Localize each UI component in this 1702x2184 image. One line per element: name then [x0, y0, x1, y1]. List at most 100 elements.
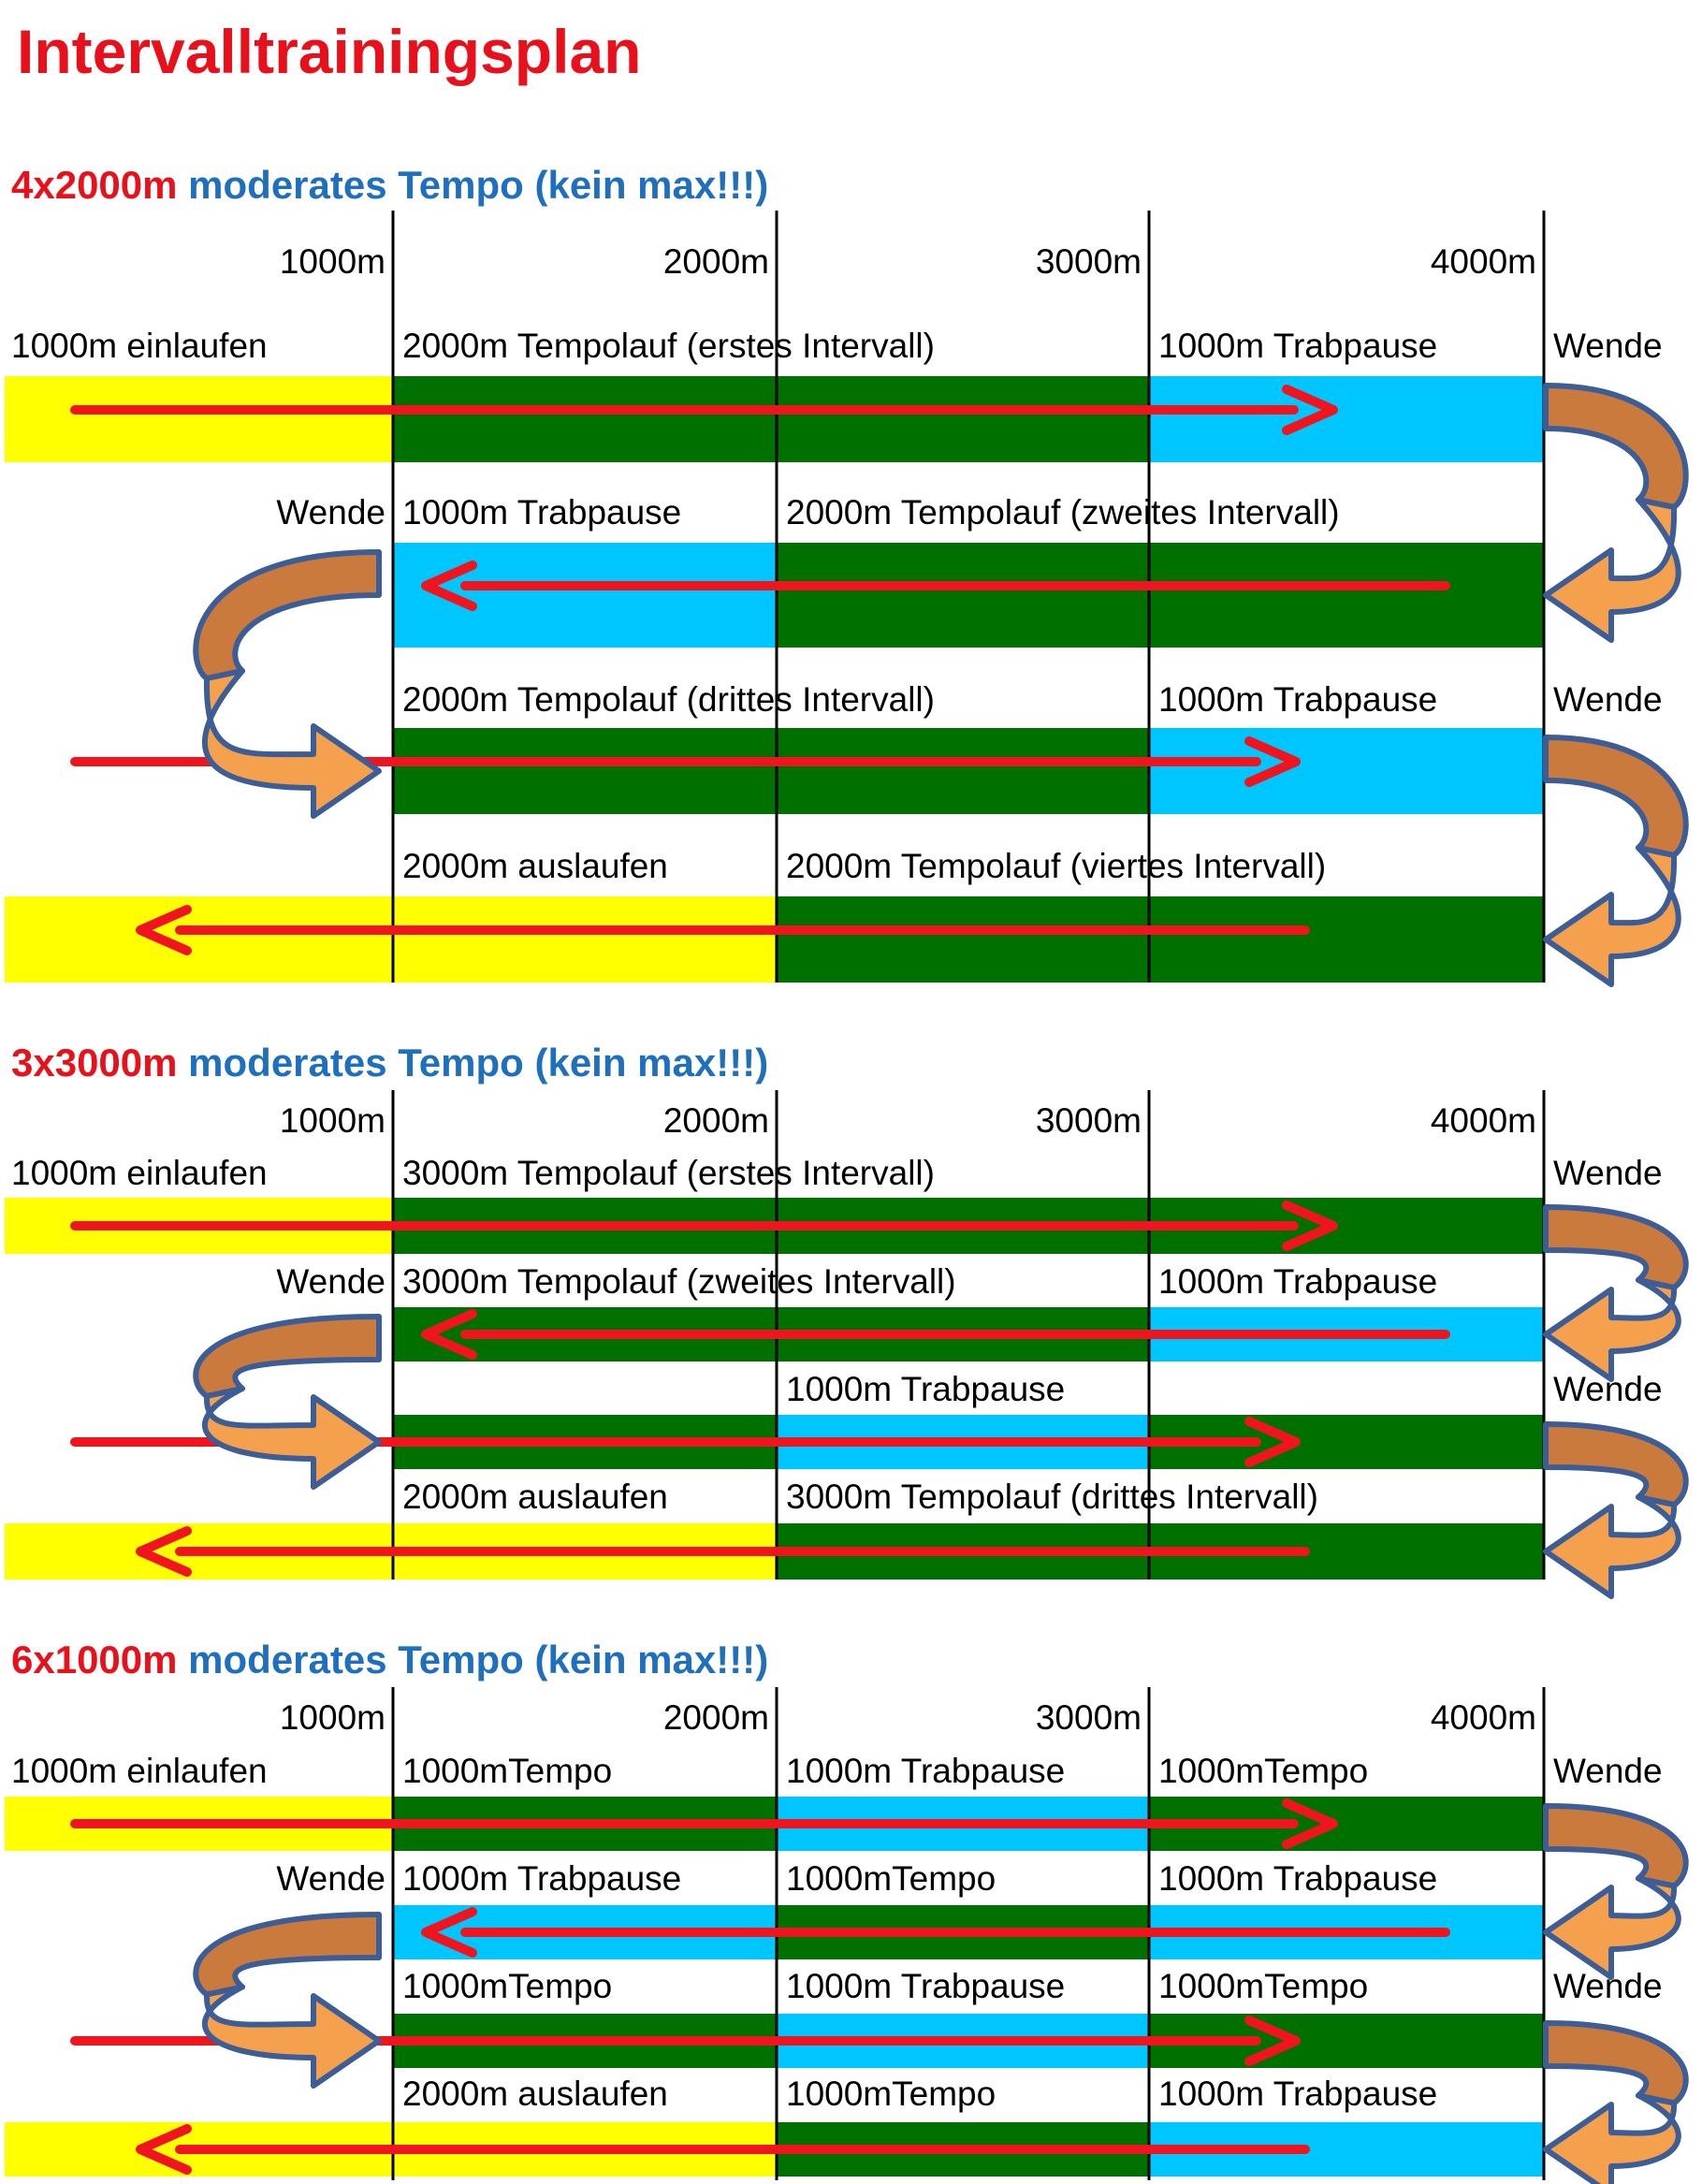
- segment-label: 1000mTempo: [786, 2075, 996, 2113]
- arrow-head: [136, 2124, 192, 2175]
- section-6x1000: 6x1000m moderates Tempo (kein max!!!) 100…: [5, 1638, 1689, 2184]
- section-heading: 4x2000m moderates Tempo (kein max!!!): [11, 163, 768, 207]
- arrow-head: [1244, 736, 1301, 787]
- segment-tempo: [393, 376, 777, 462]
- segment-label: 1000m Trabpause: [786, 1370, 1065, 1408]
- turn-arrow-icon: [1543, 1803, 1689, 1980]
- turn-head: [1543, 845, 1681, 987]
- heading-note: moderates Tempo (kein max!!!): [188, 1638, 768, 1682]
- run-arrow: [70, 385, 1338, 435]
- turn-label: Wende: [1553, 1752, 1663, 1790]
- segment-label: 3000m Tempolauf (zweites Intervall): [402, 1262, 956, 1301]
- turn-label: Wende: [1553, 680, 1663, 719]
- segment-label: 2000m auslaufen: [402, 847, 668, 885]
- segment-label: 2000m Tempolauf (erstes Intervall): [402, 327, 935, 365]
- turn-arrow-icon: [1543, 2020, 1689, 2184]
- page-title: Intervalltrainingsplan: [17, 17, 641, 86]
- turn-label: Wende: [276, 1859, 385, 1898]
- segment-pause: [1149, 376, 1544, 462]
- run-arrow: [70, 1798, 1338, 1849]
- segment-label: 1000mTempo: [786, 1859, 996, 1898]
- turn-band: [1543, 1421, 1689, 1507]
- turn-band: [193, 549, 382, 681]
- segment-label: 1000m Trabpause: [402, 493, 681, 531]
- turn-band: [1543, 1803, 1689, 1889]
- distance-tick-label: 2000m: [663, 1101, 769, 1140]
- run-arrow: [421, 1907, 1450, 1958]
- segment-label: 2000m Tempolauf (zweites Intervall): [786, 493, 1340, 531]
- turn-label: Wende: [276, 493, 385, 531]
- heading-note: moderates Tempo (kein max!!!): [188, 163, 768, 207]
- segment-tempo: [1149, 896, 1544, 983]
- heading-note: moderates Tempo (kein max!!!): [188, 1041, 768, 1085]
- distance-tick-label: 4000m: [1431, 1101, 1536, 1140]
- turn-arrow-icon: [193, 549, 382, 819]
- segment-warmup: [393, 896, 777, 983]
- arrow-head: [421, 1907, 477, 1958]
- turn-label: Wende: [1553, 327, 1663, 365]
- segment-label: 1000m Trabpause: [786, 1752, 1065, 1790]
- arrow-head: [1244, 2016, 1301, 2066]
- arrow-head: [1282, 1201, 1338, 1251]
- turn-head: [201, 668, 382, 819]
- segment-label: 1000m Trabpause: [1158, 1262, 1437, 1301]
- run-arrow: [136, 1526, 1310, 1577]
- distance-tick-label: 4000m: [1431, 1698, 1536, 1737]
- turn-head: [201, 1386, 382, 1490]
- section-4x2000: 4x2000m moderates Tempo (kein max!!!) 100…: [5, 163, 1689, 987]
- segment-label: 1000mTempo: [402, 1752, 612, 1790]
- arrow-head: [1244, 1417, 1301, 1467]
- run-arrow: [70, 1201, 1338, 1251]
- segment-label: 1000m Trabpause: [402, 1859, 681, 1898]
- heading-count: 4x2000m: [11, 163, 188, 207]
- turn-arrow-icon: [193, 1912, 382, 2089]
- turn-head: [1543, 1875, 1681, 1980]
- run-arrow: [136, 2124, 1310, 2175]
- arrow-head: [421, 561, 477, 611]
- turn-arrow-icon: [1543, 383, 1689, 643]
- turn-arrow-icon: [1543, 1421, 1689, 1599]
- segment-label: 1000mTempo: [1158, 1967, 1368, 2005]
- distance-tick-label: 2000m: [663, 1698, 769, 1737]
- arrow-head: [136, 905, 192, 955]
- distance-tick-label: 3000m: [1036, 1101, 1142, 1140]
- segment-label: 1000mTempo: [1158, 1752, 1368, 1790]
- segment-label: 1000m Trabpause: [1158, 1859, 1437, 1898]
- section-heading: 3x3000m moderates Tempo (kein max!!!): [11, 1041, 768, 1085]
- distance-tick-label: 3000m: [1036, 242, 1142, 281]
- turn-label: Wende: [1553, 1154, 1663, 1192]
- segment-tempo: [777, 543, 1149, 648]
- distance-tick-label: 1000m: [280, 242, 385, 281]
- run-arrow: [136, 905, 1310, 955]
- segment-warmup: [5, 896, 393, 983]
- distance-tick-label: 2000m: [663, 242, 769, 281]
- turn-label: Wende: [276, 1262, 385, 1301]
- turn-band: [1543, 2020, 1689, 2106]
- distance-tick-label: 4000m: [1431, 242, 1536, 281]
- turn-arrow-icon: [1543, 1204, 1689, 1382]
- segment-label: 1000mTempo: [402, 1967, 612, 2005]
- segment-label: 1000m Trabpause: [1158, 327, 1437, 365]
- segment-tempo: [1149, 543, 1544, 648]
- arrow-head: [421, 1309, 477, 1360]
- segment-label: 1000m einlaufen: [11, 327, 268, 365]
- heading-count: 3x3000m: [11, 1041, 188, 1085]
- turn-head: [1543, 1494, 1681, 1599]
- segment-label: 2000m auslaufen: [402, 2075, 668, 2113]
- turn-arrow-icon: [1543, 735, 1689, 987]
- segment-label: 3000m Tempolauf (erstes Intervall): [402, 1154, 935, 1192]
- section-heading: 6x1000m moderates Tempo (kein max!!!): [11, 1638, 768, 1682]
- distance-tick-label: 1000m: [280, 1698, 385, 1737]
- segment-label: 2000m auslaufen: [402, 1478, 668, 1516]
- turn-band: [193, 1314, 382, 1399]
- distance-tick-label: 1000m: [280, 1101, 385, 1140]
- arrow-head: [136, 1526, 192, 1577]
- segment-label: 1000m Trabpause: [1158, 2075, 1437, 2113]
- turn-head: [1543, 2092, 1681, 2184]
- run-arrow: [421, 1309, 1450, 1360]
- turn-head: [1543, 1277, 1681, 1382]
- arrow-head: [1282, 385, 1338, 435]
- turn-head: [201, 1984, 382, 2089]
- turn-head: [1543, 497, 1681, 643]
